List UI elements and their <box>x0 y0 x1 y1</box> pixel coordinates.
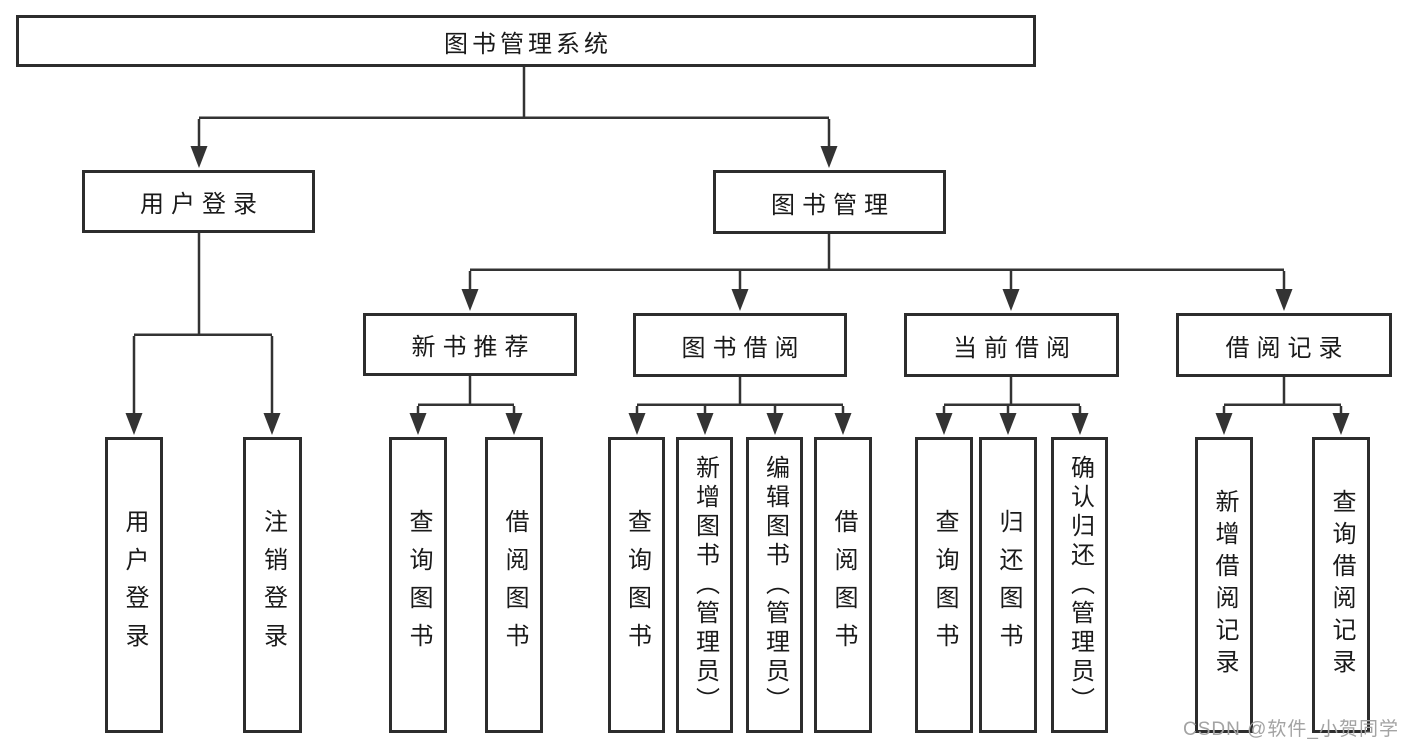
leaf-add-borrow-record: 新增借阅记录 <box>1195 437 1253 733</box>
leaf-add-book-admin: 新增图书（管理员） <box>676 437 733 733</box>
leaf-confirm-return-admin-label: 确认归还（管理员） <box>1066 454 1094 716</box>
leaf-query-books-recommend-label: 查询图书 <box>405 509 432 661</box>
node-book-borrowing: 图书借阅 <box>633 313 847 377</box>
leaf-logout-label: 注销登录 <box>259 509 287 661</box>
leaf-query-borrow-record: 查询借阅记录 <box>1312 437 1370 733</box>
leaf-query-books-current-label: 查询图书 <box>931 509 958 661</box>
node-borrowing-records: 借阅记录 <box>1176 313 1392 377</box>
leaf-borrow-books-borrowing-label: 借阅图书 <box>830 509 857 661</box>
node-library-management-system-label: 图书管理系统 <box>444 30 612 58</box>
leaf-add-book-admin-label: 新增图书（管理员） <box>691 454 719 716</box>
node-user-login: 用户登录 <box>82 170 315 233</box>
leaf-return-books: 归还图书 <box>979 437 1037 733</box>
leaf-return-books-label: 归还图书 <box>995 509 1022 661</box>
leaf-borrow-books-recommend-label: 借阅图书 <box>501 509 528 661</box>
leaf-query-books-borrowing: 查询图书 <box>608 437 665 733</box>
leaf-borrow-books-borrowing: 借阅图书 <box>814 437 872 733</box>
node-user-login-label: 用户登录 <box>140 191 264 218</box>
leaf-query-borrow-record-label: 查询借阅记录 <box>1328 489 1355 681</box>
node-book-management-label: 图书管理 <box>771 191 895 219</box>
leaf-add-borrow-record-label: 新增借阅记录 <box>1211 489 1238 681</box>
leaf-edit-book-admin-label: 编辑图书（管理员） <box>761 454 789 716</box>
leaf-edit-book-admin: 编辑图书（管理员） <box>746 437 803 733</box>
node-current-borrowing: 当前借阅 <box>904 313 1119 377</box>
leaf-user-login-label: 用户登录 <box>121 509 148 661</box>
node-current-borrowing-label: 当前借阅 <box>953 334 1077 362</box>
node-book-management: 图书管理 <box>713 170 946 234</box>
node-borrowing-records-label: 借阅记录 <box>1225 334 1350 362</box>
node-library-management-system: 图书管理系统 <box>16 15 1036 67</box>
csdn-watermark: CSDN @软件_小贺同学 <box>1183 719 1399 740</box>
node-book-borrowing-label: 图书借阅 <box>681 334 806 362</box>
leaf-query-books-current: 查询图书 <box>915 437 973 733</box>
leaf-user-login: 用户登录 <box>105 437 163 733</box>
leaf-confirm-return-admin: 确认归还（管理员） <box>1051 437 1108 733</box>
node-new-book-recommendation-label: 新书推荐 <box>411 334 536 361</box>
leaf-query-books-borrowing-label: 查询图书 <box>623 509 651 661</box>
leaf-query-books-recommend: 查询图书 <box>389 437 447 733</box>
leaf-logout: 注销登录 <box>243 437 302 733</box>
node-new-book-recommendation: 新书推荐 <box>363 313 577 376</box>
leaf-borrow-books-recommend: 借阅图书 <box>485 437 543 733</box>
